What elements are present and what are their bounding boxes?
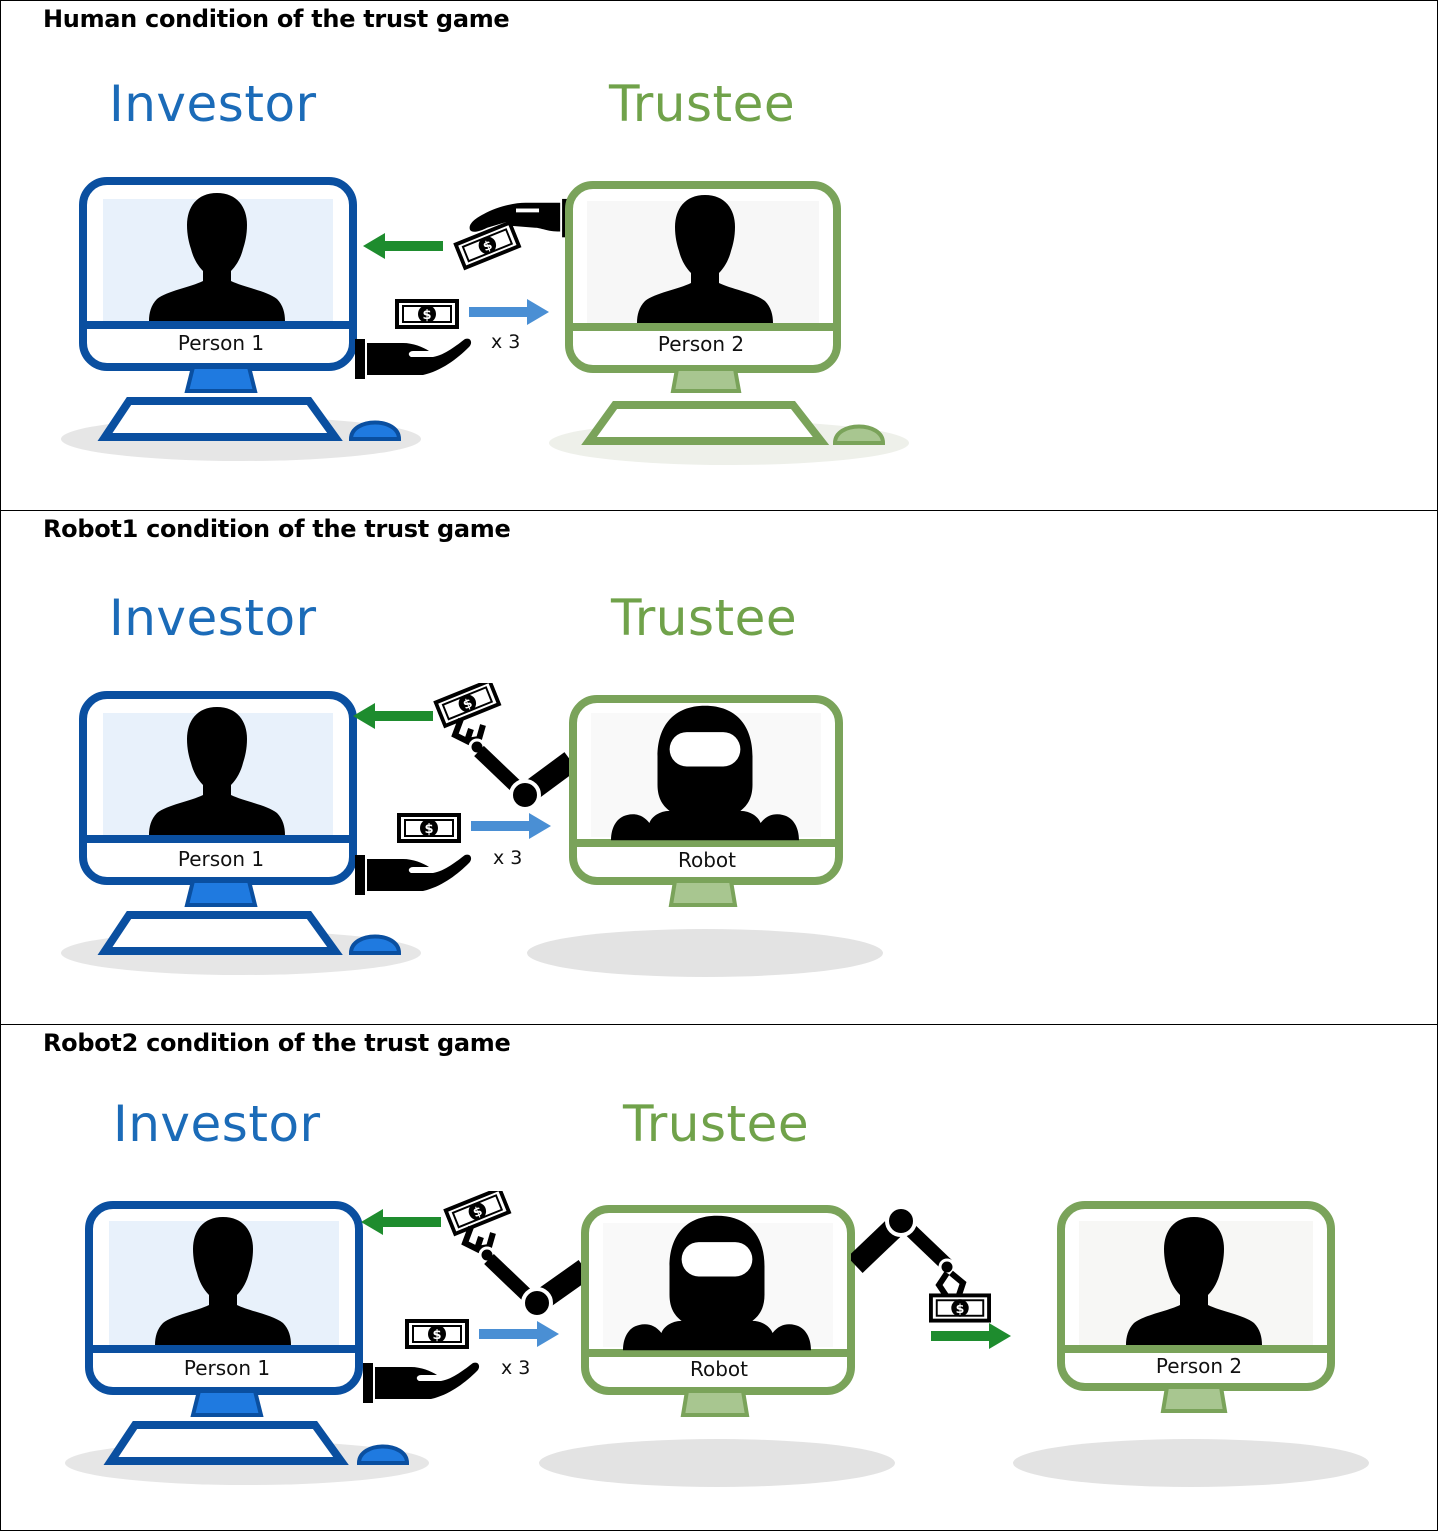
panel-title: Human condition of the trust game — [43, 5, 510, 33]
panel-title: Robot1 condition of the trust game — [43, 515, 511, 543]
trustee-screen-label: Person 2 — [657, 332, 745, 356]
investor-screen-label: Person 1 — [177, 331, 265, 355]
return-arrow-icon — [363, 233, 443, 259]
panel-robot1-condition: Robot1 condition of the trust game Inves… — [0, 510, 1438, 1025]
trustee-robot-computer — [539, 1205, 895, 1487]
person2-screen-label: Person 2 — [1155, 1354, 1243, 1378]
trustee-computer — [549, 181, 909, 465]
investor-computer — [65, 1201, 429, 1485]
trustee-label: Trustee — [611, 589, 798, 647]
robot-arm-icon — [433, 683, 578, 811]
multiplier-label: x 3 — [491, 331, 521, 353]
open-hand-icon — [363, 1362, 480, 1403]
investor-screen-label: Person 1 — [177, 847, 265, 871]
trustee-label: Trustee — [609, 75, 796, 133]
trustee-screen-label: Robot — [677, 848, 736, 872]
person2-computer — [1013, 1201, 1369, 1487]
investor-screen-label: Person 1 — [183, 1356, 271, 1380]
robot-arm-icon — [851, 1205, 991, 1323]
invest-arrow-icon — [469, 299, 549, 325]
open-hand-icon — [355, 338, 472, 379]
investor-label: Investor — [109, 75, 317, 133]
dollar-bill-icon — [397, 813, 461, 843]
dollar-bill-icon — [405, 1319, 469, 1349]
open-hand-icon — [355, 854, 472, 895]
panel-title: Robot2 condition of the trust game — [43, 1029, 511, 1057]
dollar-bill-icon — [395, 299, 459, 329]
investor-computer — [61, 691, 421, 975]
forward-arrow-icon — [931, 1323, 1011, 1349]
return-arrow-icon — [361, 1209, 441, 1235]
investor-label: Investor — [113, 1095, 321, 1153]
investor-label: Investor — [109, 589, 317, 647]
panel-human-condition: Human condition of the trust game Invest… — [0, 0, 1438, 511]
investor-computer — [61, 177, 421, 461]
trustee-screen-label: Robot — [689, 1357, 748, 1381]
panel-robot2-condition: Robot2 condition of the trust game Inves… — [0, 1024, 1438, 1531]
multiplier-label: x 3 — [493, 847, 523, 869]
trustee-label: Trustee — [623, 1095, 810, 1153]
robot-arm-icon — [443, 1191, 591, 1319]
return-arrow-icon — [353, 703, 433, 729]
multiplier-label: x 3 — [501, 1357, 531, 1379]
trustee-robot-computer — [527, 695, 883, 977]
